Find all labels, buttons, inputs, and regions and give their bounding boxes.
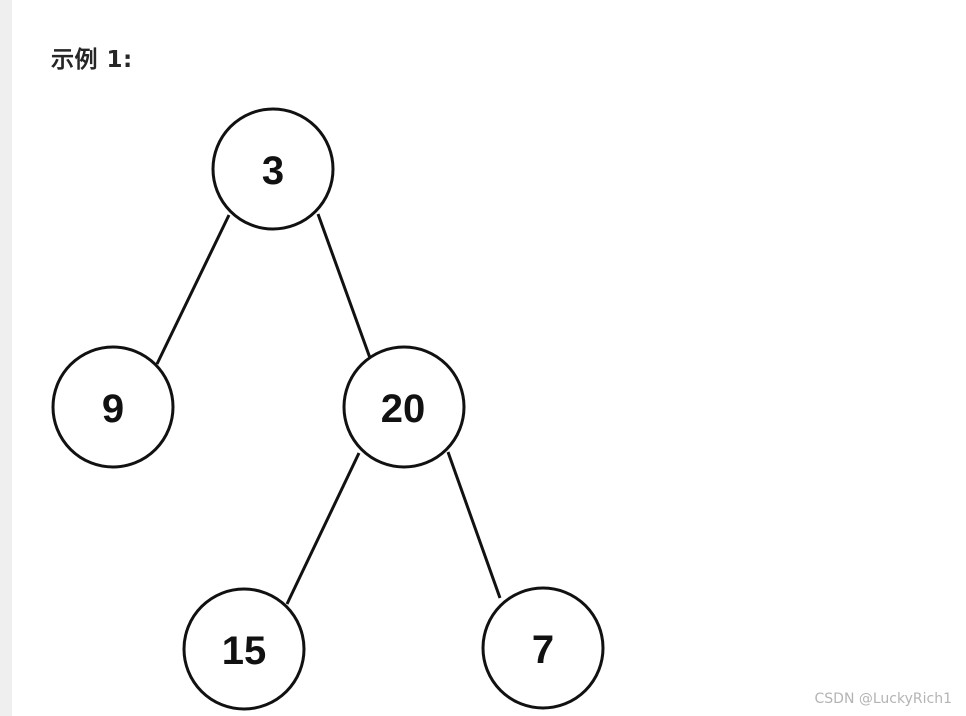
tree-node-7-label: 7 bbox=[532, 628, 554, 672]
tree-node-7: 7 bbox=[481, 586, 605, 710]
tree-node-3: 3 bbox=[211, 107, 335, 231]
watermark: CSDN @LuckyRich1 bbox=[814, 691, 952, 707]
tree-node-15: 15 bbox=[182, 587, 306, 711]
tree-node-9-circle bbox=[51, 345, 175, 469]
tree-node-20-label: 20 bbox=[381, 387, 426, 431]
edge-3-9 bbox=[155, 214, 231, 365]
tree-node-9: 9 bbox=[51, 345, 175, 469]
example-heading: 示例 1: bbox=[51, 47, 133, 73]
edge-20-15 bbox=[285, 452, 361, 605]
tree-node-7-circle bbox=[481, 586, 605, 710]
tree-node-3-label: 3 bbox=[262, 149, 284, 193]
tree-node-15-circle bbox=[182, 587, 306, 711]
tree-node-9-label: 9 bbox=[102, 387, 124, 431]
edge-20-7 bbox=[446, 451, 502, 599]
left-rail bbox=[0, 0, 12, 716]
tree-node-20-circle bbox=[342, 345, 466, 469]
tree-node-15-label: 15 bbox=[222, 629, 267, 673]
tree-node-20: 20 bbox=[342, 345, 466, 469]
tree-node-3-circle bbox=[211, 107, 335, 231]
edge-3-20 bbox=[316, 213, 372, 359]
